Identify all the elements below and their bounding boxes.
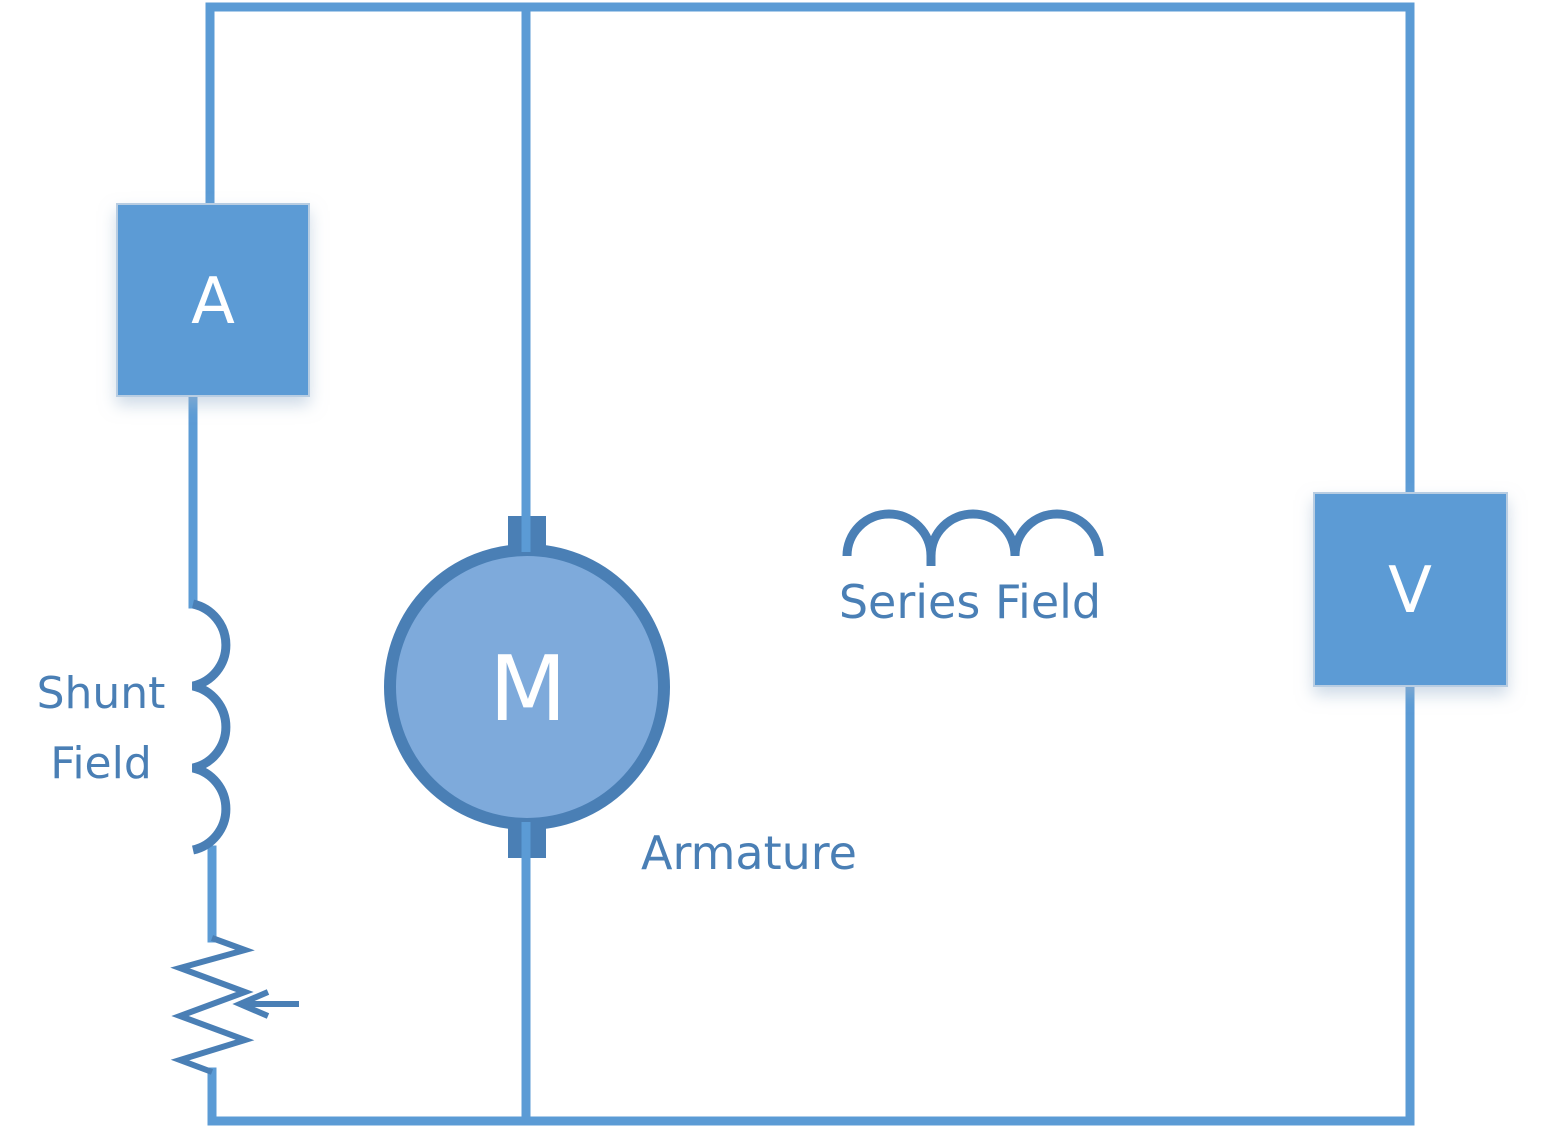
circuit-wires xyxy=(188,2,1415,1126)
motor-symbol: M xyxy=(489,637,567,742)
shunt-coil-loops xyxy=(191,599,231,855)
voltmeter-symbol: V xyxy=(1388,554,1432,628)
variable-resistor-icon xyxy=(170,935,299,1075)
shunt-field-label-line2: Field xyxy=(50,738,152,789)
ammeter-box xyxy=(116,203,310,397)
voltmeter-box xyxy=(1313,492,1508,687)
rheostat-zigzag xyxy=(170,935,255,1075)
series-field-label: Series Field xyxy=(839,575,1101,629)
voltmeter: V xyxy=(1313,492,1508,687)
series-field-coil xyxy=(842,509,1104,566)
shunt-field-label-line1: Shunt xyxy=(37,668,166,719)
ammeter: A xyxy=(116,203,310,397)
shunt-field-coil xyxy=(191,599,231,855)
rheostat-arrow-head xyxy=(232,989,270,1019)
motor: M xyxy=(384,510,670,862)
ammeter-symbol: A xyxy=(191,265,235,339)
armature-label: Armature xyxy=(641,826,857,880)
series-coil-loops xyxy=(842,509,1104,566)
